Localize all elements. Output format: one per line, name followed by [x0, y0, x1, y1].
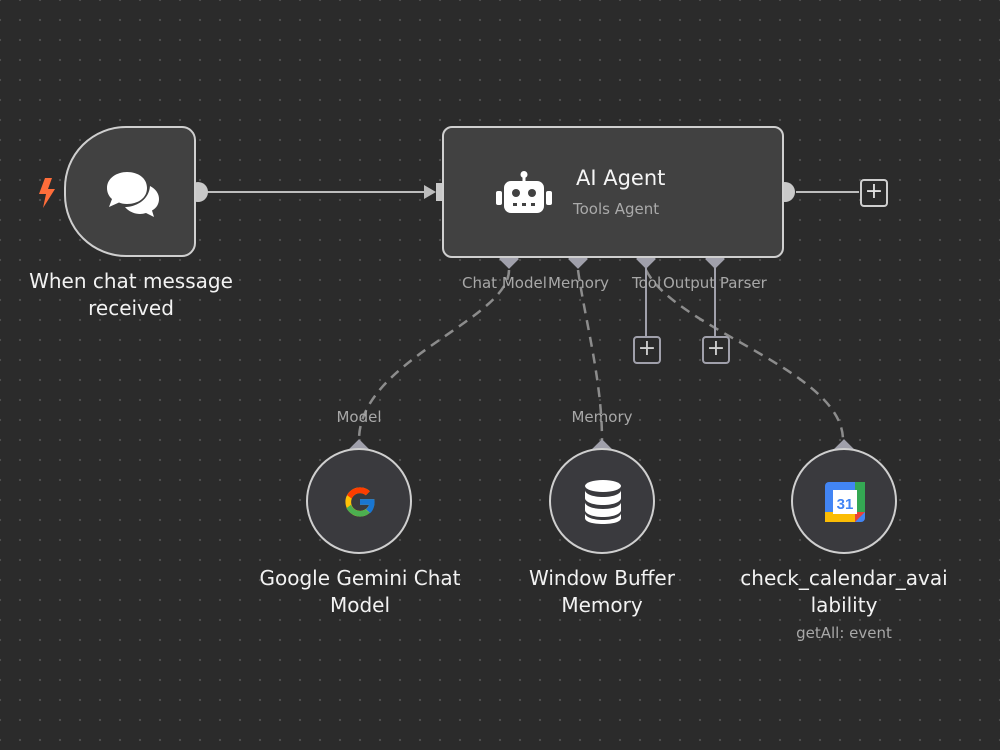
chat-bubbles-icon	[107, 172, 159, 217]
memory-title-line2: Memory	[561, 593, 643, 617]
agent-input-handle[interactable]	[436, 183, 444, 201]
calendar-subtitle: getAll: event	[796, 624, 892, 642]
calendar-title: check_calendar_avai lability	[724, 565, 964, 619]
chat-model-handle-label: Chat Model	[462, 274, 547, 292]
trigger-title: When chat message received	[20, 268, 242, 322]
robot-icon	[496, 171, 552, 213]
tool-connection[interactable]	[644, 269, 845, 441]
tool-handle-label: Tool	[632, 274, 662, 292]
ai-agent-node[interactable]	[442, 126, 784, 258]
trigger-title-text: When chat message received	[29, 269, 233, 320]
plus-icon: +	[706, 336, 726, 361]
trigger-node[interactable]	[64, 126, 196, 257]
main-connection[interactable]	[206, 185, 436, 199]
add-tool-button[interactable]: +	[633, 336, 661, 364]
output-parser-handle-label: Output Parser	[663, 274, 767, 292]
memory-handle-label: Memory	[548, 274, 610, 292]
memory-connection[interactable]	[576, 269, 604, 441]
gemini-title: Google Gemini Chat Model	[240, 565, 480, 619]
plus-icon: +	[864, 179, 884, 204]
window-buffer-memory-node[interactable]	[549, 448, 655, 554]
calendar-title-line2: lability	[810, 593, 878, 617]
calendar-day-number: 31	[837, 496, 854, 513]
chat-model-connection[interactable]	[357, 269, 511, 441]
memory-title: Window Buffer Memory	[492, 565, 712, 619]
calendar-title-line1: check_calendar_avai	[740, 566, 948, 590]
check-calendar-tool-node[interactable]: 31	[791, 448, 897, 554]
add-output-node-button[interactable]: +	[860, 179, 888, 207]
google-calendar-icon: 31	[825, 482, 865, 522]
google-g-icon	[345, 487, 376, 517]
gemini-title-line2: Model	[329, 593, 391, 617]
gemini-title-line1: Google Gemini Chat	[259, 566, 461, 590]
database-icon	[585, 480, 621, 524]
google-gemini-node[interactable]	[306, 448, 412, 554]
gemini-handle-label: Model	[336, 408, 382, 426]
agent-title: AI Agent	[576, 166, 666, 190]
agent-subtitle: Tools Agent	[573, 200, 660, 218]
lightning-bolt-icon	[39, 178, 55, 208]
memory-title-line1: Window Buffer	[529, 566, 675, 590]
add-output-parser-button[interactable]: +	[702, 336, 730, 364]
memory-node-handle-label: Memory	[571, 408, 633, 426]
plus-icon: +	[637, 336, 657, 361]
